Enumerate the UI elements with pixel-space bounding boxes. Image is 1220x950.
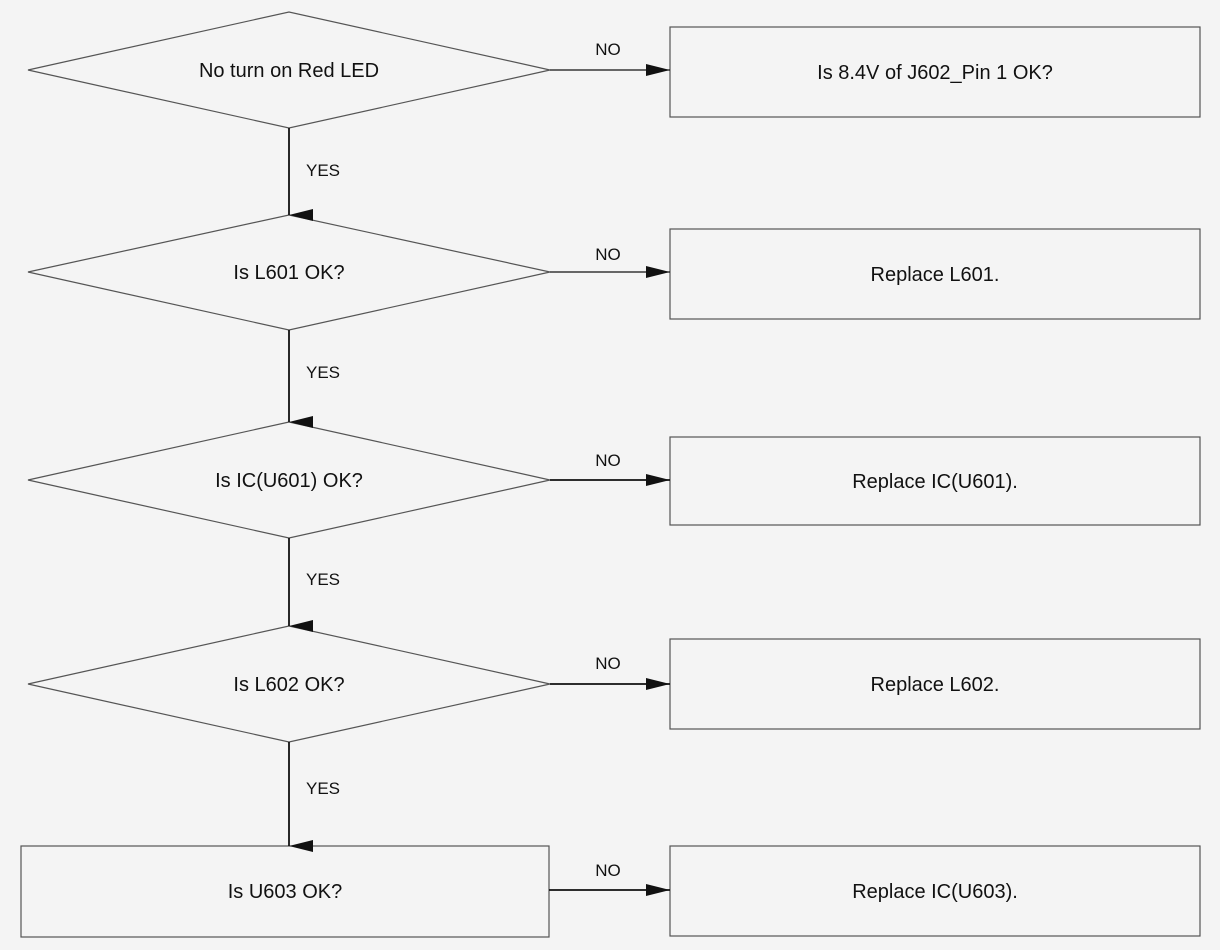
action-box-replace-l601 — [669, 228, 1201, 320]
action-box-replace-u603 — [669, 845, 1201, 937]
decision-label-red-led: No turn on Red LED — [199, 60, 379, 82]
decision-label-ic-u601: Is IC(U601) OK? — [215, 470, 363, 492]
yes-label-l601: YES — [306, 363, 340, 382]
no-label-ic-u601: NO — [595, 451, 621, 470]
action-label-replace-l601: Replace L601. — [871, 264, 1000, 286]
action-label-replace-l602: Replace L602. — [871, 674, 1000, 696]
action-label-replace-u601: Replace IC(U601). — [852, 471, 1018, 493]
action-box-check-8v4 — [669, 26, 1201, 118]
no-label-l602: NO — [595, 654, 621, 673]
action-label-replace-u603: Replace IC(U603). — [852, 881, 1018, 903]
decision-label-l601: Is L601 OK? — [233, 262, 344, 284]
decision-label-l602: Is L602 OK? — [233, 674, 344, 696]
process-box-u603 — [20, 845, 550, 938]
no-label-red-led: NO — [595, 40, 621, 59]
action-label-check-8v4: Is 8.4V of J602_Pin 1 OK? — [817, 62, 1053, 84]
no-label-l601: NO — [595, 245, 621, 264]
yes-label-l602: YES — [306, 779, 340, 798]
action-box-replace-u601 — [669, 436, 1201, 526]
process-label-u603: Is U603 OK? — [228, 881, 343, 903]
yes-label-red-led: YES — [306, 161, 340, 180]
yes-label-ic-u601: YES — [306, 570, 340, 589]
no-label-u603: NO — [595, 861, 621, 880]
